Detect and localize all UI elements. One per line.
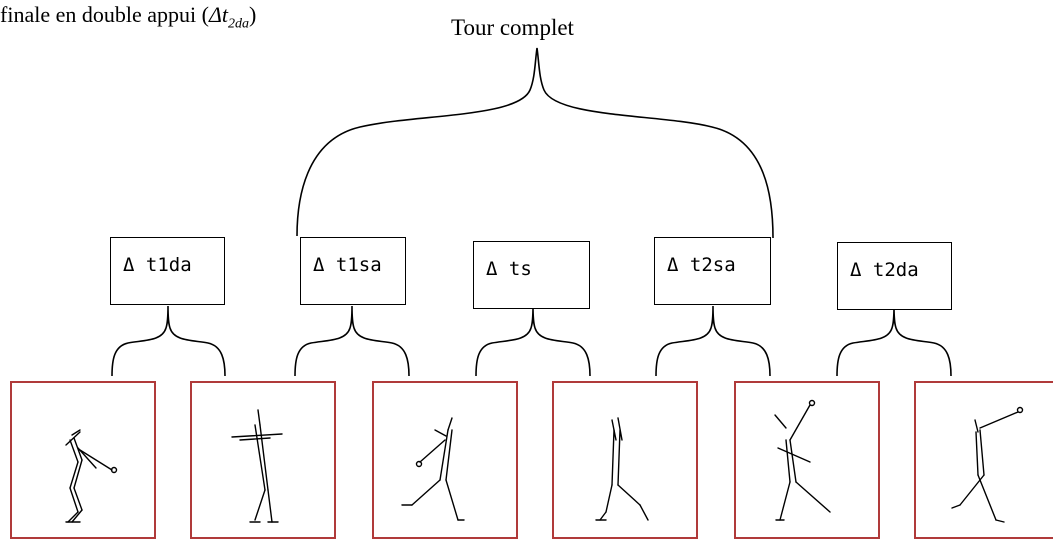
motion-frame-4 [552, 381, 698, 539]
interval-box-ts: Δ ts [473, 241, 590, 309]
motion-frame-6 [914, 381, 1053, 539]
stick-figure-5 [774, 399, 831, 521]
motion-frame-2 [190, 381, 336, 539]
full-turn-label: Tour complet [451, 15, 574, 40]
stick-figure-3 [401, 417, 465, 521]
stick-figure-1 [65, 429, 118, 523]
motion-frame-3 [372, 381, 518, 539]
interval-brace-4 [655, 305, 771, 377]
interval-box-t1sa: Δ t1sa [300, 237, 406, 305]
interval-brace-1 [111, 305, 226, 377]
interval-brace-2 [294, 305, 410, 377]
caption-text: finale en double appui (Δt2da) [0, 2, 257, 32]
stick-figure-6 [951, 406, 1024, 523]
interval-box-t2sa: Δ t2sa [654, 237, 771, 305]
interval-box-t1da: Δ t1da [110, 237, 225, 305]
stick-figure-4 [595, 417, 649, 521]
interval-box-t2da: Δ t2da [837, 242, 952, 310]
stick-figure-2 [231, 409, 283, 523]
full-turn-brace [296, 47, 774, 239]
